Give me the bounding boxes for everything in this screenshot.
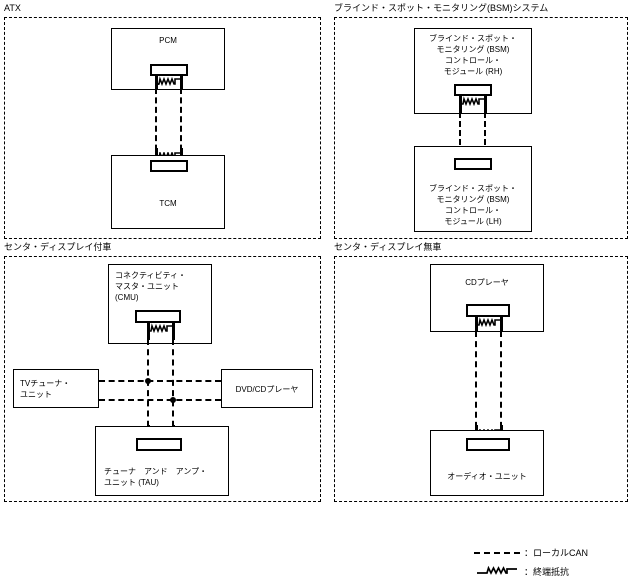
module-label-audio-unit: オーディオ・ユニット — [447, 472, 527, 481]
can-bus-cdn-left — [475, 331, 477, 438]
legend-label-local-can: ローカルCAN — [533, 548, 589, 558]
module-label-bsm-lh-line3: コントロール・ — [445, 206, 501, 215]
module-label-bsm-rh-line3: コントロール・ — [445, 56, 501, 65]
connector-leg-cd-player-right — [500, 316, 503, 332]
module-label-pcm: PCM — [159, 36, 177, 45]
connector-audio-unit — [466, 438, 510, 451]
legend-item-terminating-resistor: ： 終端抵抗 — [474, 565, 569, 578]
can-bus-cdu-horiz-top — [99, 380, 221, 382]
panel-bsm — [334, 17, 628, 239]
panel-label-atx: ATX — [4, 3, 21, 13]
module-label-bsm-lh-line2: モニタリング (BSM) — [436, 195, 510, 204]
terminating-resistor-cd-player — [474, 317, 504, 327]
module-label-tv-tuner-line2: ユニット — [20, 390, 52, 399]
module-label-bsm-rh-line1: ブラインド・スポット・ — [429, 34, 517, 43]
module-box-bsm-rh: ブラインド・スポット・ モニタリング (BSM) コントロール・ モジュール (… — [414, 28, 532, 114]
legend-item-local-can: ： ローカルCAN — [474, 546, 588, 559]
module-label-bsm-rh-line4: モジュール (RH) — [443, 67, 503, 76]
connector-cmu — [135, 310, 181, 323]
panel-center-display-equipped — [4, 256, 321, 502]
connector-leg-bsm-rh-right — [484, 95, 487, 113]
module-label-cmu-line1: コネクティビティ・ — [115, 271, 187, 280]
legend-separator-local-can: ： — [524, 548, 534, 558]
module-label-tau-line2: ユニット (TAU) — [104, 478, 159, 487]
connector-cd-player — [466, 304, 510, 317]
module-label-tv-tuner-line1: TVチューナ・ — [20, 379, 71, 388]
panel-label-center-display-equipped: センタ・ディスプレイ付車 — [4, 242, 112, 252]
can-bus-atx-left — [155, 88, 157, 160]
module-label-dvd-cd: DVD/CDプレーヤ — [235, 385, 299, 394]
connector-leg-cd-player-left — [475, 316, 478, 332]
panel-center-display-none — [334, 256, 628, 502]
connector-bsm-rh — [454, 84, 492, 96]
module-box-tv-tuner: TVチューナ・ ユニット — [13, 369, 99, 408]
can-bus-cdn-right — [500, 331, 502, 438]
can-bus-cdu-vert-left — [147, 339, 149, 437]
terminating-resistor-pcm — [154, 76, 184, 86]
module-label-tau-line1: チューナ アンド アンプ・ — [104, 467, 208, 476]
can-bus-atx-right — [180, 88, 182, 160]
module-box-tau: チューナ アンド アンプ・ ユニット (TAU) — [95, 426, 229, 496]
can-bus-cdu-horiz-bottom — [99, 399, 221, 401]
can-bus-cdu-vert-right — [172, 339, 174, 437]
panel-label-bsm: ブラインド・スポット・モニタリング(BSM)システム — [334, 3, 549, 13]
can-bus-bsm-left — [459, 112, 461, 154]
connector-leg-cmu-right — [172, 322, 175, 340]
terminating-resistor-bsm-rh — [458, 96, 488, 106]
module-box-dvd-cd: DVD/CDプレーヤ — [221, 369, 313, 408]
legend-label-terminating-resistor: 終端抵抗 — [533, 567, 570, 577]
connector-leg-pcm-right — [180, 75, 183, 89]
connector-tcm — [150, 160, 188, 172]
module-label-bsm-lh-line1: ブラインド・スポット・ — [429, 184, 517, 193]
connector-bsm-lh — [454, 158, 492, 170]
module-label-tcm: TCM — [159, 199, 177, 208]
module-label-bsm-lh-line4: モジュール (LH) — [444, 217, 502, 226]
resistor-coil-icon — [474, 566, 520, 577]
legend-separator-terminating-resistor: ： — [524, 567, 534, 577]
connector-pcm — [150, 64, 188, 76]
bus-junction-dot-bottom — [170, 397, 176, 403]
module-label-cmu-line2: マスタ・ユニット — [115, 282, 179, 291]
module-label-cmu-line3: (CMU) — [115, 293, 139, 302]
panel-label-center-display-none: センタ・ディスプレイ無車 — [334, 242, 442, 252]
local-can-line-icon — [474, 551, 520, 554]
connector-tau — [136, 438, 182, 451]
connector-leg-pcm-left — [155, 75, 158, 89]
module-label-cd-player: CDプレーヤ — [465, 278, 509, 287]
can-bus-bsm-right — [484, 112, 486, 154]
terminating-resistor-cmu — [146, 323, 176, 333]
module-box-cmu: コネクティビティ・ マスタ・ユニット (CMU) — [108, 264, 212, 344]
bus-junction-dot-top — [145, 378, 151, 384]
panel-atx — [4, 17, 321, 239]
module-label-bsm-rh-line2: モニタリング (BSM) — [436, 45, 510, 54]
